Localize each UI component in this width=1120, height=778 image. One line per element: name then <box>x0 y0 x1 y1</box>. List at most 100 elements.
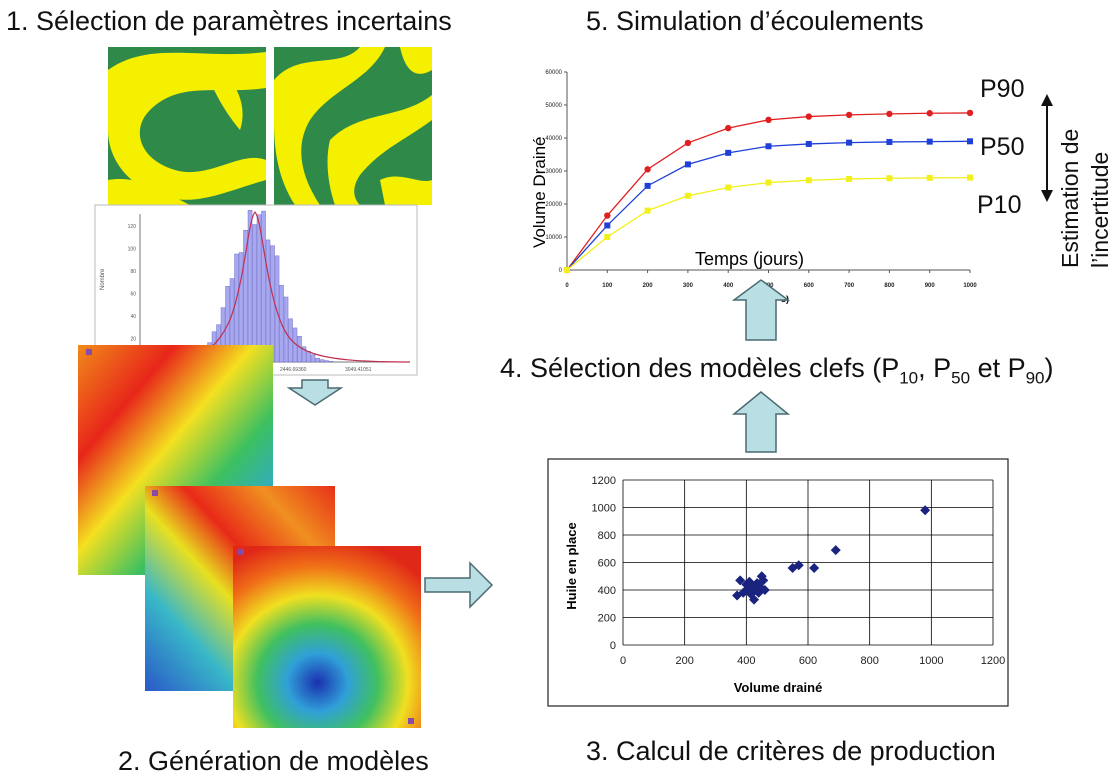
sim-point-p90 <box>845 111 853 119</box>
uncertainty-label-line2: l’incertitude <box>1087 152 1113 268</box>
sim-point-p10 <box>886 175 893 182</box>
sim-series <box>563 109 974 274</box>
histogram-bar <box>265 239 271 363</box>
step1-title: 1. Sélection de paramètres incertains <box>6 6 452 36</box>
step4-suffix: ) <box>1044 353 1054 383</box>
scatter-x-tick: 1000 <box>919 655 943 667</box>
step4-sep2: et P <box>970 353 1026 383</box>
scatter-x-tick: 600 <box>799 655 817 667</box>
sim-y-tick-label: 10000 <box>545 235 562 241</box>
histogram-bar <box>261 210 266 363</box>
sim-x-tick-label: 400 <box>723 283 734 289</box>
histogram-bar <box>301 346 307 363</box>
sim-point-p90 <box>886 110 893 118</box>
model-map-3 <box>233 546 421 728</box>
histogram-bar <box>297 336 302 363</box>
sim-point-p10 <box>846 175 853 182</box>
step4-sub90: 90 <box>1025 368 1045 388</box>
histogram-bar <box>288 318 293 363</box>
sim-point-p10 <box>805 177 812 184</box>
step2-title: 2. Génération de modèles <box>118 746 429 776</box>
histogram-bar <box>324 360 329 363</box>
histogram-bar <box>243 229 248 363</box>
sim-y-tick-label: 40000 <box>545 136 562 142</box>
histogram-bar <box>274 255 280 363</box>
scatter-y-tick: 200 <box>598 613 616 625</box>
arrow-up-step4-to-step5 <box>731 279 791 341</box>
scatter-y-tick: 0 <box>610 640 616 652</box>
sim-point-p10 <box>604 234 611 240</box>
sim-point-p50 <box>926 138 933 145</box>
scatter-y-tick: 1000 <box>592 503 616 515</box>
scatter-y-label: Huile en place <box>564 522 579 609</box>
facies-image-1 <box>108 47 266 205</box>
sim-x-tick-label: 700 <box>844 283 855 289</box>
scatter-point <box>749 594 760 605</box>
sim-y-tick-label: 20000 <box>545 202 562 208</box>
sim-point-p10 <box>644 207 651 214</box>
sim-x-tick-label: 100 <box>602 283 613 289</box>
histogram-bar <box>306 351 311 363</box>
sim-point-p10 <box>684 192 691 199</box>
scatter-point <box>759 585 770 595</box>
scatter-point <box>830 545 841 556</box>
sim-point-p90 <box>644 166 651 173</box>
scatter-y-tick: 800 <box>598 530 616 542</box>
sim-x-tick-label: 200 <box>643 283 654 289</box>
step4-title: 4. Sélection des modèles clefs (P10, P50… <box>500 353 1054 388</box>
sim-y-tick-label: 50000 <box>545 103 562 109</box>
scatter-y-tick: 1200 <box>592 475 616 487</box>
histogram-y-tick: 80 <box>130 269 136 275</box>
step4-prefix: 4. Sélection des modèles clefs (P <box>500 353 900 383</box>
histogram-bar <box>256 214 262 363</box>
scatter-x-tick: 0 <box>620 655 626 667</box>
histogram-bar <box>315 357 320 363</box>
sim-point-p90 <box>725 124 732 132</box>
step3-title: 3. Calcul de critères de production <box>586 736 996 766</box>
sim-point-p50 <box>805 140 812 147</box>
sim-point-p50 <box>604 222 611 229</box>
arrow-right-step2-to-step3 <box>424 561 494 609</box>
uncertainty-arrow <box>1041 94 1053 202</box>
arrow-down-step1-to-step2 <box>286 379 344 406</box>
histogram-x-tick: 2446.69360 <box>280 367 307 373</box>
scatter-point <box>920 505 931 516</box>
scatter-x-tick: 1200 <box>981 655 1005 667</box>
sim-point-p50 <box>846 139 853 146</box>
sim-x-tick-label: 1000 <box>963 283 977 289</box>
sim-point-p50 <box>725 149 732 156</box>
sim-x-tick-label: 900 <box>925 283 936 289</box>
step4-sep1: , P <box>918 353 952 383</box>
sim-point-p10 <box>564 267 570 273</box>
sim-point-p90 <box>805 113 812 120</box>
histogram-bar <box>319 359 325 363</box>
step5-title: 5. Simulation d’écoulements <box>586 6 924 36</box>
sim-point-p50 <box>684 161 691 168</box>
sim-point-p50 <box>765 143 772 150</box>
scatter-x-tick: 800 <box>860 655 878 667</box>
arrow-up-step3-to-step4 <box>731 391 791 453</box>
scatter-point <box>735 575 746 586</box>
scatter-point <box>793 560 804 571</box>
histogram-bar <box>328 361 334 363</box>
histogram-y-label: Nombre <box>100 268 106 290</box>
step4-sub50: 50 <box>951 368 971 388</box>
histogram-bar <box>270 245 275 363</box>
histogram-bar <box>310 354 316 363</box>
sim-y-tick-label: 60000 <box>545 70 562 76</box>
scatter-point <box>809 563 820 573</box>
sim-x-tick-label: 300 <box>683 283 694 289</box>
scatter-grid <box>622 479 994 646</box>
sim-point-p50 <box>886 138 893 145</box>
sim-x-tick-label: 800 <box>884 283 895 289</box>
histogram-y-tick: 100 <box>128 247 137 253</box>
sim-point-p90 <box>604 212 611 219</box>
sim-point-p50 <box>967 138 973 145</box>
